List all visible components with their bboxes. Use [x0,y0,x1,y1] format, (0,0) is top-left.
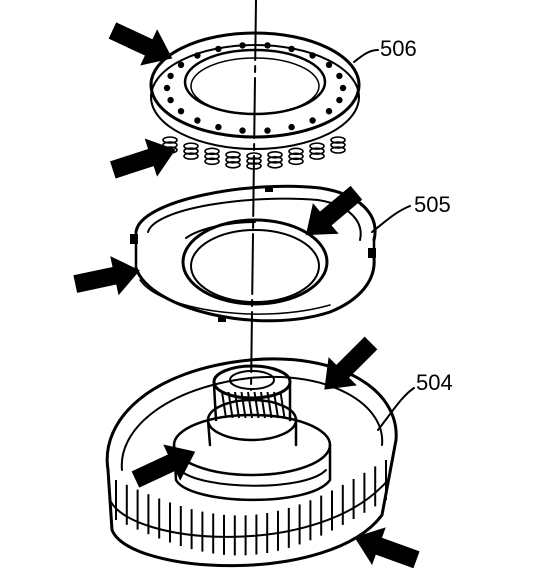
callout-505: 505 [414,192,451,217]
gear-tooth [266,391,273,419]
bolt-hole [288,45,295,53]
return-spring [204,147,220,166]
return-spring [330,136,346,154]
housing-splines [115,460,387,556]
indicator-arrows [73,22,420,569]
bolt-hole [309,52,316,59]
spring-coil [330,141,346,149]
return-spring [183,142,199,160]
spring-retainer-part [149,31,361,170]
bolt-hole [167,72,174,80]
bolt-hole [215,123,222,131]
spring-coil [309,152,325,160]
bolt-hole [167,96,174,104]
clutch-housing-part [105,357,398,568]
return-spring [288,147,304,166]
gear-tooth [227,391,234,419]
spring-coil [267,155,283,164]
arrow-icon [305,185,363,236]
spring-coil [309,142,325,150]
bolt-hole [177,61,185,68]
gear-tooth [221,391,227,419]
spring-coil [225,155,241,164]
gear-tooth [240,391,247,419]
gear-tooth [273,391,279,419]
bolt-hole [194,117,201,124]
bolt-hole [194,52,201,59]
bolt-hole [309,117,316,124]
piston-part [130,184,377,323]
spring-coil [162,136,178,144]
leader-line-504 [377,387,415,431]
return-spring [267,150,283,169]
arrow-icon [354,527,420,569]
spring-coil [183,142,199,150]
spring-coil [204,157,220,166]
spring-coil [204,147,220,156]
retainer-springs [162,136,346,170]
bolt-hole [163,84,171,92]
center-axis-line [250,0,257,391]
bolt-hole [239,127,246,134]
spring-coil [288,157,304,166]
spring-coil [225,160,241,169]
bolt-hole [264,42,271,49]
arrow-icon [108,22,173,66]
return-spring [246,152,262,170]
spring-coil [288,152,304,161]
bolt-hole [288,123,295,131]
bolt-hole [325,61,333,68]
retainer-holes [163,42,347,134]
return-spring [225,150,241,169]
bolt-hole [336,96,343,104]
spring-coil [225,150,241,159]
spring-coil [288,147,304,156]
spring-coil [330,146,346,154]
leader-line-505 [371,205,411,233]
bolt-hole [215,45,222,53]
return-spring [309,142,325,160]
arrow-icon [324,336,378,390]
callout-504: 504 [416,370,453,395]
arrow-icon [131,444,196,488]
gear-tooth [260,391,266,419]
spring-coil [183,152,199,160]
bolt-hole [239,42,246,49]
spring-coil [246,152,262,160]
bolt-hole [264,127,271,134]
spring-coil [330,136,346,144]
bolt-hole [339,84,347,92]
arrow-icon [110,138,176,179]
gear-tooth [247,391,253,419]
gear-tooth [234,391,240,419]
bolt-hole [177,108,185,115]
callout-506: 506 [380,36,417,61]
bolt-hole [325,108,333,115]
input-shaft-gear-teeth [221,391,286,419]
gear-tooth [253,391,260,419]
spring-coil [267,150,283,159]
bolt-hole [336,72,343,80]
gear-tooth [279,391,286,419]
arrow-icon [73,256,140,296]
spring-coil [309,147,325,155]
spring-coil [183,147,199,155]
spring-coil [267,160,283,169]
leader-line-506 [353,49,379,63]
spring-coil [246,157,262,165]
spring-coil [246,162,262,170]
spring-coil [204,152,220,161]
